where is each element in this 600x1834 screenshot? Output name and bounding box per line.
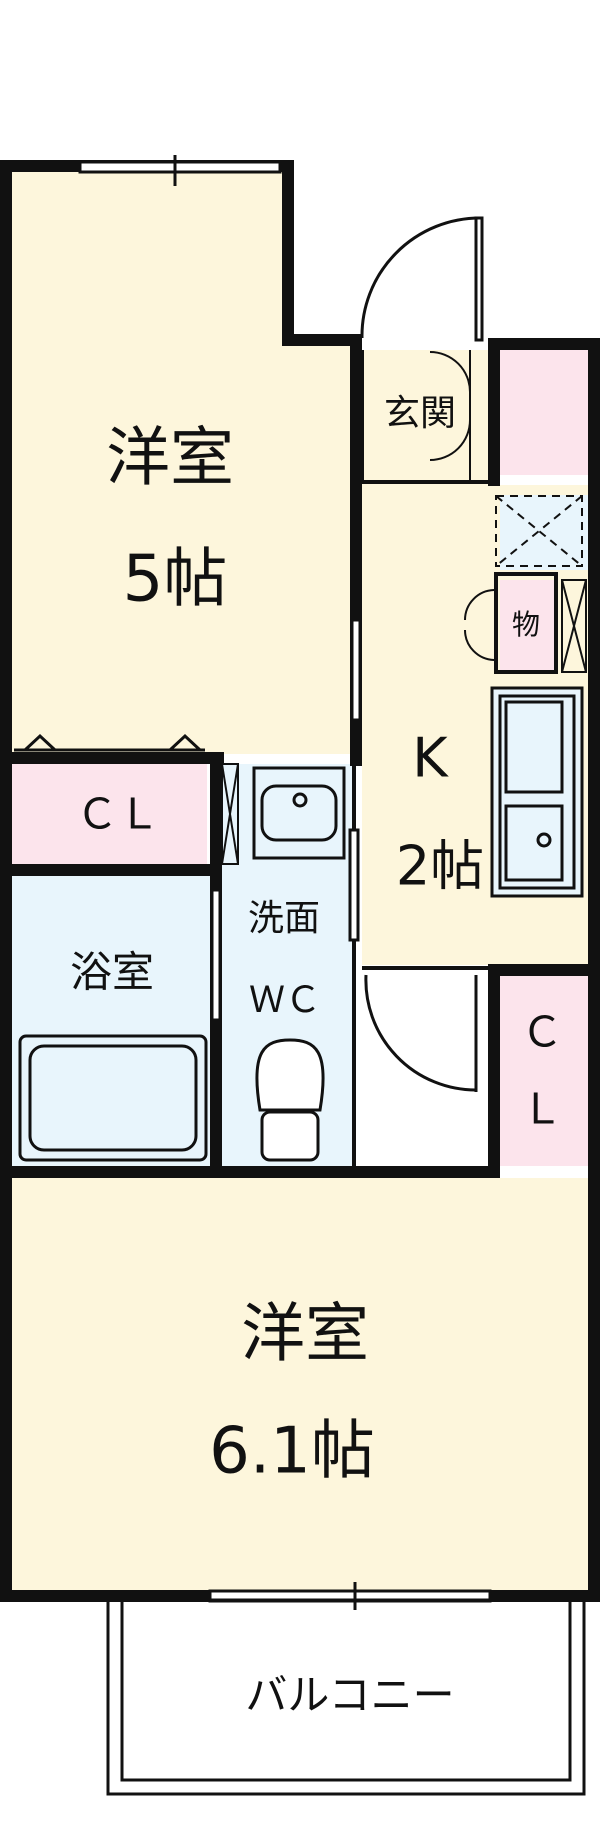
washroom-label: 洗面: [248, 898, 320, 939]
shoebox-door: [429, 350, 471, 480]
closet-left-hanger-2: [168, 733, 202, 752]
fridge-space-x2: [495, 495, 583, 567]
storage-door-arc-1: [464, 589, 495, 621]
entrance-fill: [362, 350, 490, 485]
windows: [78, 155, 492, 1610]
shoe-box-fill: [500, 350, 588, 475]
balcony-inner: [120, 1598, 572, 1782]
closet-left-side-x2: [221, 763, 239, 865]
fridge-space-box: [495, 495, 583, 567]
western-room-6-fill: [12, 1178, 588, 1590]
washbasin-bowl: [260, 784, 338, 842]
storage-side-x2: [561, 579, 587, 673]
fridge-space-fill: [500, 495, 588, 570]
fridge-space-x1: [495, 495, 583, 567]
hatched-boxes: [221, 495, 587, 865]
storage-fill: [500, 580, 555, 670]
western-room-5-name: 洋室: [106, 422, 234, 496]
toilet-label: ＷＣ: [249, 980, 321, 1021]
kitchen-size: 2帖: [396, 835, 484, 898]
western-room-6-size: 6.1帖: [209, 1415, 375, 1489]
kitchen-stove-burner: [536, 832, 552, 848]
closet-right-fill: [500, 976, 588, 1166]
western-room-6-name: 洋室: [241, 1298, 369, 1372]
sliding-door-bath-washroom: [210, 888, 222, 1022]
sliding-door-room5-kitchen: [350, 618, 362, 722]
closet-left-label: ＣＬ: [76, 790, 160, 839]
washbasin-drain: [292, 792, 308, 808]
balcony-label: バルコニー: [245, 1671, 454, 1720]
storage-side-box: [561, 579, 587, 673]
bath-label: 浴室: [70, 948, 154, 997]
thin-walls: [352, 350, 558, 1170]
toilet-bowl: [255, 1038, 325, 1112]
bathtub: [18, 1034, 208, 1162]
entrance-door: [360, 216, 484, 342]
closet-rods: [14, 733, 500, 1165]
window-top-room5: [78, 160, 282, 174]
entrance-label: 玄関: [384, 393, 456, 434]
entrance-door-arc: [360, 216, 481, 339]
storage-door-arc-2: [464, 629, 495, 661]
closet-right-label-l: Ｌ: [521, 1085, 563, 1134]
closet-left-fill: [12, 764, 207, 864]
labels: 洋室 5帖 玄関 物 K 2帖 ＣＬ 浴室 洗面 ＷＣ Ｃ Ｌ 洋室 6.1帖 …: [70, 393, 563, 1720]
bathtub-inner: [28, 1044, 198, 1152]
kitchen-sink: [504, 700, 564, 794]
closet-door-arc: [364, 974, 477, 1092]
closet-right-label-c: Ｃ: [521, 1008, 563, 1057]
kitchen-stove: [504, 804, 564, 882]
toilet-tank: [260, 1110, 320, 1162]
entrance-door-frame: [474, 216, 484, 342]
closet-left-side-box: [221, 763, 239, 865]
sliding-door-washroom-kitchen: [348, 828, 360, 942]
balcony-outline: [106, 1598, 586, 1796]
washbasin: [252, 766, 346, 860]
closet-left-hanger-1: [23, 733, 57, 752]
closet-door-swing: [364, 974, 478, 1092]
storage-door: [464, 589, 495, 661]
toilet: [255, 1038, 325, 1162]
storage-label: 物: [512, 608, 540, 641]
kitchen-counter-inner: [498, 694, 576, 890]
kitchen-name: K: [412, 727, 449, 790]
balcony-fill: [110, 1600, 580, 1794]
kitchen-counter: [490, 686, 584, 898]
storage-box: [494, 572, 558, 674]
western-room-5-size: 5帖: [123, 543, 228, 617]
sliding-doors: [210, 618, 362, 1022]
